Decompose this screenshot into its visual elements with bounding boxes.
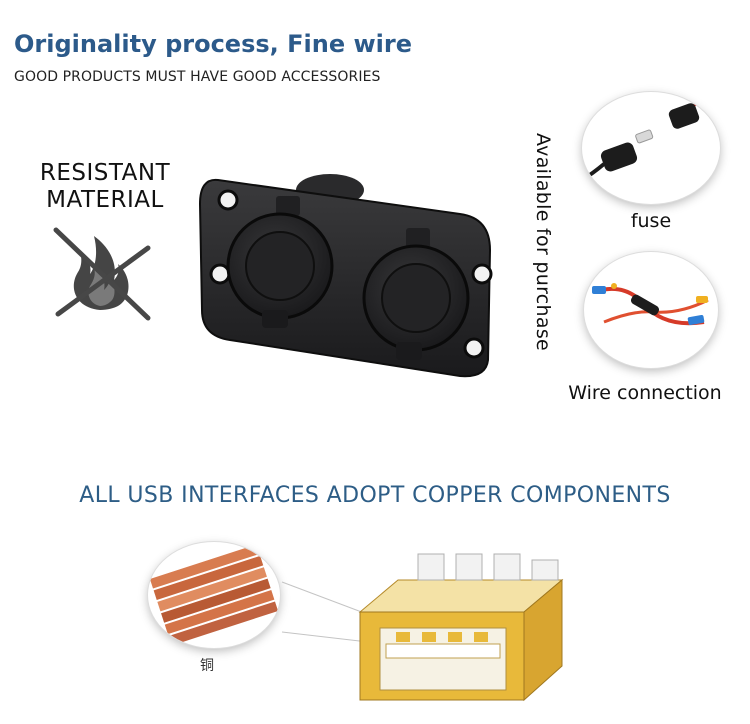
copper-sheets-image	[148, 542, 280, 648]
fuse-label: fuse	[630, 210, 672, 232]
resistant-material-label: RESISTANT MATERIAL	[25, 160, 185, 214]
wire-connection-label: Wire connection	[568, 382, 722, 404]
resistant-line-1: RESISTANT	[39, 160, 171, 186]
page-subtitle: GOOD PRODUCTS MUST HAVE GOOD ACCESSORIES	[14, 69, 381, 85]
fuse-image	[582, 92, 720, 204]
usb-section-heading: ALL USB INTERFACES ADOPT COPPER COMPONEN…	[79, 483, 671, 508]
available-for-purchase-text: Available for purchase	[532, 133, 554, 352]
page-title: Originality process, Fine wire	[14, 30, 412, 58]
usb-port-cutaway-image	[270, 540, 600, 720]
flame-crossed-icon	[52, 222, 152, 322]
dual-socket-panel-image	[190, 170, 510, 380]
copper-label: 铜	[200, 658, 214, 674]
resistant-line-2: MATERIAL	[46, 187, 164, 213]
wire-connection-image	[584, 252, 718, 368]
